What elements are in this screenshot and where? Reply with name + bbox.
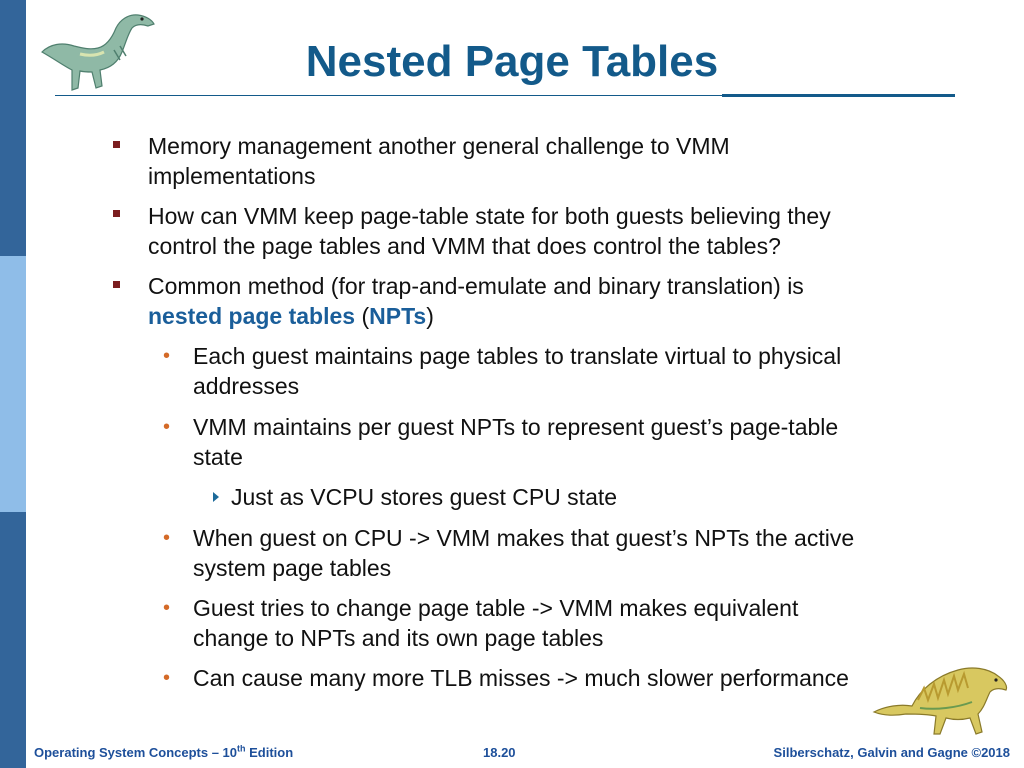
footer-left-suffix: Edition bbox=[245, 745, 294, 760]
bullet-2-line1: How can VMM keep page-table state for bo… bbox=[148, 203, 831, 229]
footer-authors: Silberschatz, Galvin and Gagne ©2018 bbox=[773, 745, 1010, 760]
subbullet-5: Can cause many more TLB misses -> much s… bbox=[193, 663, 849, 693]
footer-page-number: 18.20 bbox=[483, 745, 516, 760]
paren-open: ( bbox=[355, 303, 370, 329]
subbullet-2-line2: state bbox=[193, 444, 243, 470]
dot-bullet: • bbox=[163, 527, 171, 549]
bullet-3: Common method (for trap-and-emulate and … bbox=[148, 271, 804, 331]
highlight-term: nested page tables bbox=[148, 303, 356, 329]
paren-close: ) bbox=[426, 303, 434, 329]
dinosaur-icon bbox=[872, 667, 1008, 735]
title-underline-accent bbox=[722, 94, 955, 97]
subbullet-4: Guest tries to change page table -> VMM … bbox=[193, 593, 798, 653]
dot-bullet: • bbox=[163, 597, 171, 619]
title-underline bbox=[55, 95, 955, 96]
bullet-1-line2: implementations bbox=[148, 163, 316, 189]
square-bullet bbox=[113, 281, 120, 288]
subbullet-1-line2: addresses bbox=[193, 373, 300, 399]
bullet-1-line1: Memory management another general challe… bbox=[148, 133, 730, 159]
footer-left-sup: th bbox=[237, 743, 246, 754]
left-sidebar bbox=[0, 0, 26, 768]
dinosaur-icon bbox=[41, 14, 155, 91]
subbullet-1: Each guest maintains page tables to tran… bbox=[193, 341, 841, 401]
subsubbullet-1: Just as VCPU stores guest CPU state bbox=[231, 484, 618, 510]
subbullet-4-line2: change to NPTs and its own page tables bbox=[193, 625, 604, 651]
sidebar-middle-band bbox=[0, 256, 26, 512]
footer-book-title: Operating System Concepts – 10th Edition bbox=[34, 743, 294, 760]
triangle-bullet bbox=[213, 492, 219, 502]
sidebar-top-band bbox=[0, 0, 26, 256]
bullet-2: How can VMM keep page-table state for bo… bbox=[148, 201, 831, 261]
subbullet-5-line1: Can cause many more TLB misses -> much s… bbox=[193, 665, 849, 691]
bullet-2-line2: control the page tables and VMM that doe… bbox=[148, 233, 781, 259]
dot-bullet: • bbox=[163, 667, 171, 689]
subbullet-3-line2: system page tables bbox=[193, 555, 392, 581]
square-bullet bbox=[113, 210, 120, 217]
footer-left-prefix: Operating System Concepts – 10 bbox=[34, 745, 238, 760]
subbullet-2-line1: VMM maintains per guest NPTs to represen… bbox=[193, 414, 839, 440]
bullet-1: Memory management another general challe… bbox=[148, 131, 730, 191]
subbullet-2: VMM maintains per guest NPTs to represen… bbox=[193, 412, 838, 472]
slide-title: Nested Page Tables bbox=[305, 37, 719, 86]
highlight-abbr: NPTs bbox=[369, 303, 427, 329]
subbullet-3: When guest on CPU -> VMM makes that gues… bbox=[193, 523, 854, 583]
subbullet-3-line1: When guest on CPU -> VMM makes that gues… bbox=[193, 525, 855, 551]
bullet-3-line2: nested page tables (NPTs) bbox=[148, 301, 804, 331]
dot-bullet: • bbox=[163, 345, 171, 367]
square-bullet bbox=[113, 141, 120, 148]
bullet-3-line1: Common method (for trap-and-emulate and … bbox=[148, 273, 804, 299]
sidebar-bottom-band bbox=[0, 512, 26, 768]
dot-bullet: • bbox=[163, 416, 171, 438]
subbullet-4-line1: Guest tries to change page table -> VMM … bbox=[193, 595, 799, 621]
subbullet-1-line1: Each guest maintains page tables to tran… bbox=[193, 343, 842, 369]
